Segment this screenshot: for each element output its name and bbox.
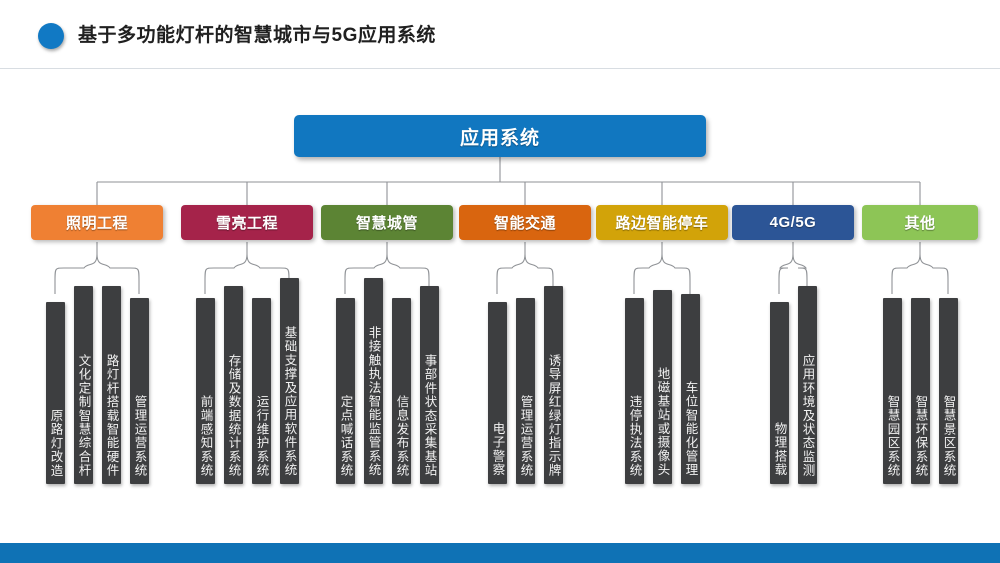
leaf-node-label: 违停执法系统 [627, 394, 642, 477]
leaf-node-label: 运行维护系统 [254, 394, 269, 477]
category-node-6[interactable]: 4G/5G [732, 205, 854, 240]
page-title: 基于多功能灯杆的智慧城市与5G应用系统 [78, 25, 436, 46]
leaf-node[interactable]: 管理运营系统 [129, 298, 149, 484]
leaf-node[interactable]: 智慧环保系统 [910, 298, 930, 484]
category-node-3[interactable]: 智慧城管 [321, 205, 453, 240]
leaf-node[interactable]: 电子警察 [487, 302, 507, 484]
leaf-node-label: 应用环境及状态监测 [800, 353, 815, 477]
leaf-node-label: 智慧园区系统 [885, 394, 900, 477]
leaf-node-label: 车位智能化管理 [683, 381, 698, 477]
leaf-node-label: 管理运营系统 [518, 394, 533, 477]
category-node-5[interactable]: 路边智能停车 [596, 205, 728, 240]
category-node-label: 其他 [904, 215, 936, 232]
leaf-node[interactable]: 基础支撑及应用软件系统 [279, 278, 299, 484]
header-divider [0, 68, 1000, 69]
category-node-label: 智能交通 [493, 215, 556, 232]
leaf-node-label: 非接触执法智能监管系统 [366, 326, 381, 477]
leaf-node[interactable]: 应用环境及状态监测 [797, 286, 817, 484]
category-node-label: 雪亮工程 [215, 215, 278, 232]
leaf-node-label: 基础支撑及应用软件系统 [282, 326, 297, 477]
category-node-label: 照明工程 [65, 215, 128, 232]
leaf-node[interactable]: 违停执法系统 [624, 298, 644, 484]
category-node-7[interactable]: 其他 [862, 205, 978, 240]
leaf-node-label: 诱导屏红绿灯指示牌 [546, 353, 561, 477]
leaf-node[interactable]: 诱导屏红绿灯指示牌 [543, 286, 563, 484]
leaf-node-label: 智慧景区系统 [941, 394, 956, 477]
leaf-node[interactable]: 运行维护系统 [251, 298, 271, 484]
leaf-node-label: 定点喊话系统 [338, 394, 353, 477]
circle-bullet-icon [38, 23, 64, 49]
leaf-node[interactable]: 文化定制智慧综合杆 [73, 286, 93, 484]
category-node-4[interactable]: 智能交通 [459, 205, 591, 240]
page-header: 基于多功能灯杆的智慧城市与5G应用系统 [0, 0, 1000, 69]
leaf-node-label: 前端感知系统 [198, 394, 213, 477]
leaf-node-label: 管理运营系统 [132, 394, 147, 477]
leaf-node-label: 事部件状态采集基站 [422, 353, 437, 477]
category-node-label: 4G/5G [769, 214, 817, 231]
leaf-node-label: 地磁基站或摄像头 [655, 367, 670, 477]
connector-lines [54, 157, 949, 294]
leaf-node[interactable]: 地磁基站或摄像头 [652, 290, 672, 484]
leaf-node[interactable]: 物理搭载 [769, 302, 789, 484]
category-node-1[interactable]: 照明工程 [31, 205, 163, 240]
leaf-node-label: 信息发布系统 [394, 394, 409, 477]
leaf-node[interactable]: 智慧景区系统 [938, 298, 958, 484]
leaf-node-label: 物理搭载 [772, 422, 787, 477]
leaf-node[interactable]: 信息发布系统 [391, 298, 411, 484]
footer-bar [0, 543, 1000, 563]
leaf-node-label: 存储及数据统计系统 [226, 353, 241, 477]
leaf-node[interactable]: 事部件状态采集基站 [419, 286, 439, 484]
category-node-label: 智慧城管 [355, 215, 418, 232]
leaf-node[interactable]: 定点喊话系统 [335, 298, 355, 484]
root-node-application-system[interactable]: 应用系统 [294, 115, 706, 157]
leaf-node-label: 原路灯改造 [48, 408, 63, 478]
leaf-node[interactable]: 管理运营系统 [515, 298, 535, 484]
leaf-node[interactable]: 车位智能化管理 [680, 294, 700, 484]
leaf-node[interactable]: 存储及数据统计系统 [223, 286, 243, 484]
leaf-node-label: 电子警察 [490, 422, 505, 477]
leaf-node[interactable]: 原路灯改造 [45, 302, 65, 484]
leaf-node[interactable]: 前端感知系统 [195, 298, 215, 484]
category-node-label: 路边智能停车 [615, 215, 709, 232]
leaf-node-label: 文化定制智慧综合杆 [76, 353, 91, 477]
leaf-node-label: 智慧环保系统 [913, 394, 928, 477]
leaf-node[interactable]: 智慧园区系统 [882, 298, 902, 484]
category-node-2[interactable]: 雪亮工程 [181, 205, 313, 240]
leaf-node[interactable]: 路灯杆搭载智能硬件 [101, 286, 121, 484]
leaf-node[interactable]: 非接触执法智能监管系统 [363, 278, 383, 484]
org-diagram: 应用系统 照明工程 雪亮工程 智慧城管 智能交通 路边智能停车 4G/5G 其他 原路灯改造… [0, 68, 1000, 543]
leaf-node-label: 路灯杆搭载智能硬件 [104, 353, 119, 477]
